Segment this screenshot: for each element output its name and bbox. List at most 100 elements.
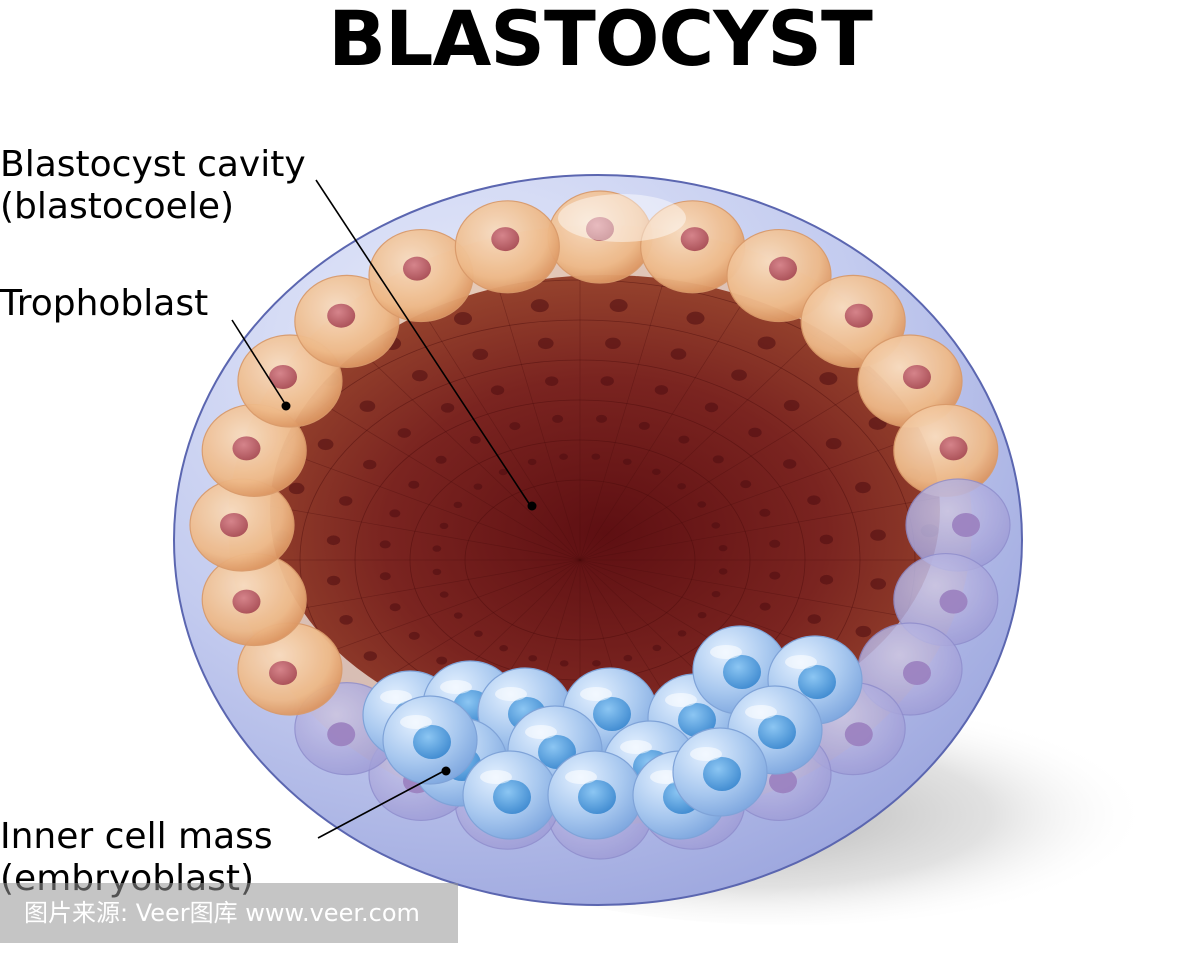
trophoblast-cell [893,552,999,647]
cavity-cell-nucleus [757,336,776,350]
trophoblast-cell [237,622,343,716]
icm-cell-highlight [690,747,722,761]
cavity-cell-nucleus [686,311,705,325]
cavity-cell-nucleus [359,400,376,412]
blastocyst-cavity [270,275,940,745]
cavity-cell-nucleus [559,660,569,667]
cavity-cell-nucleus [408,480,420,489]
icm-nucleus [413,725,451,759]
trophoblast-nucleus [902,365,931,389]
cavity-cell-nucleus [591,453,601,460]
icm-cell [462,750,558,840]
cavity-spoke-line [579,309,843,561]
cavity-cell-nucleus [783,459,797,469]
cavity-cell-nucleus [855,481,871,494]
icm-cell-highlight [620,740,652,754]
trophoblast-nucleus [403,256,431,281]
trophoblast-nucleus [269,661,298,685]
cavity-cell-nucleus [592,660,601,667]
cavity-ring-line [270,319,916,745]
cavity-cell-nucleus [469,435,481,444]
cavity-cell-nucleus [623,654,633,662]
cavity-cell-nucleus [545,376,559,387]
cavity-cell-nucleus [528,655,538,662]
cavity-cell-nucleus [819,534,834,545]
cavity-cell-nucleus [807,495,821,506]
cavity-cell-nucleus [783,399,800,412]
cavity-cell-nucleus [769,571,781,580]
cavity-cell-nucleus [712,455,724,464]
trophoblast-cell [857,334,963,428]
cavity-cell-nucleus [678,435,690,444]
zona-highlight [558,194,686,242]
label-blastocyst-cavity: Blastocyst cavity (blastocoele) [0,144,306,228]
cavity-ring-line [464,479,696,641]
cavity-cell-nucleus [638,421,650,430]
cavity-cell-nucleus [339,614,353,625]
label-cavity-line1: Blastocyst cavity [0,144,306,185]
cavity-cell-nucleus [411,370,428,382]
cavity-cell-nucleus [530,299,549,313]
cavity-spoke-line [270,559,581,632]
cavity-cell-nucleus [870,529,886,541]
icm-leader-line [317,771,443,839]
cavity-spoke-line [579,275,674,561]
icm-nucleus [593,697,631,731]
icm-nucleus [798,665,836,699]
trophoblast-nucleus [844,722,873,747]
trophoblast-nucleus [491,227,520,252]
cavity-cell-nucleus [527,458,537,466]
cavity-cell-nucleus [473,483,483,490]
watermark: 图片来源: Veer图库 www.veer.com [0,883,458,943]
trophoblast-leader-dot [281,401,291,411]
trophoblast-leader-line [231,319,285,403]
cavity-spoke-line [270,559,581,700]
cavity-spoke-line [270,488,581,561]
icm-nucleus [723,655,761,689]
cavity-cell-nucleus [870,578,887,590]
cavity-cell-nucleus [825,437,842,450]
cavity-cell-nucleus [408,631,420,640]
cavity-cell-nucleus [490,385,505,396]
trophoblast-cell [189,478,295,572]
cavity-cell-nucleus [652,468,661,475]
icm-leader-dot [441,766,451,776]
cavity-cell-nucleus [397,428,411,438]
icm-cell-highlight [565,770,597,784]
cavity-cell-nucleus [559,453,568,460]
cavity-cell-nucleus [740,480,752,489]
cavity-cell-nucleus [759,602,771,611]
cavity-cell-nucleus [855,625,872,638]
trophoblast-cell [201,552,307,647]
icm-nucleus [758,715,796,749]
cavity-cell-nucleus [652,644,662,652]
cavity-cell-nucleus [711,522,721,529]
cavity-cell-nucleus [499,645,508,652]
cavity-cell-nucleus [718,568,728,575]
icm-cell [547,750,643,840]
cavity-cell-nucleus [474,630,483,637]
cavity-cell-nucleus [498,468,508,476]
cavity-cell-nucleus [363,651,377,661]
label-inner-cell-mass: Inner cell mass (embryoblast) [0,816,273,900]
cavity-spoke-line [579,275,763,561]
cavity-cell-nucleus [317,438,334,451]
trophoblast-cell [726,228,832,323]
cavity-cell-nucleus [622,458,632,465]
cavity-cell-nucleus [711,590,721,598]
icm-cell-highlight [525,725,557,739]
cavity-leader-dot [527,501,537,511]
icm-nucleus [678,703,716,737]
cavity-cell-nucleus [439,591,449,598]
cavity-cell-nucleus [363,459,377,470]
cavity-cell-nucleus [379,540,391,549]
cavity-cell-nucleus [697,611,707,619]
icm-cell-highlight [745,705,777,719]
cavity-cell-nucleus [677,630,687,637]
cavity-cell-nucleus [605,337,621,349]
cavity-cell-nucleus [432,568,442,576]
icm-cell-highlight [380,690,412,704]
label-cavity-line2: (blastocoele) [0,186,235,227]
trophoblast-nucleus [844,303,873,328]
